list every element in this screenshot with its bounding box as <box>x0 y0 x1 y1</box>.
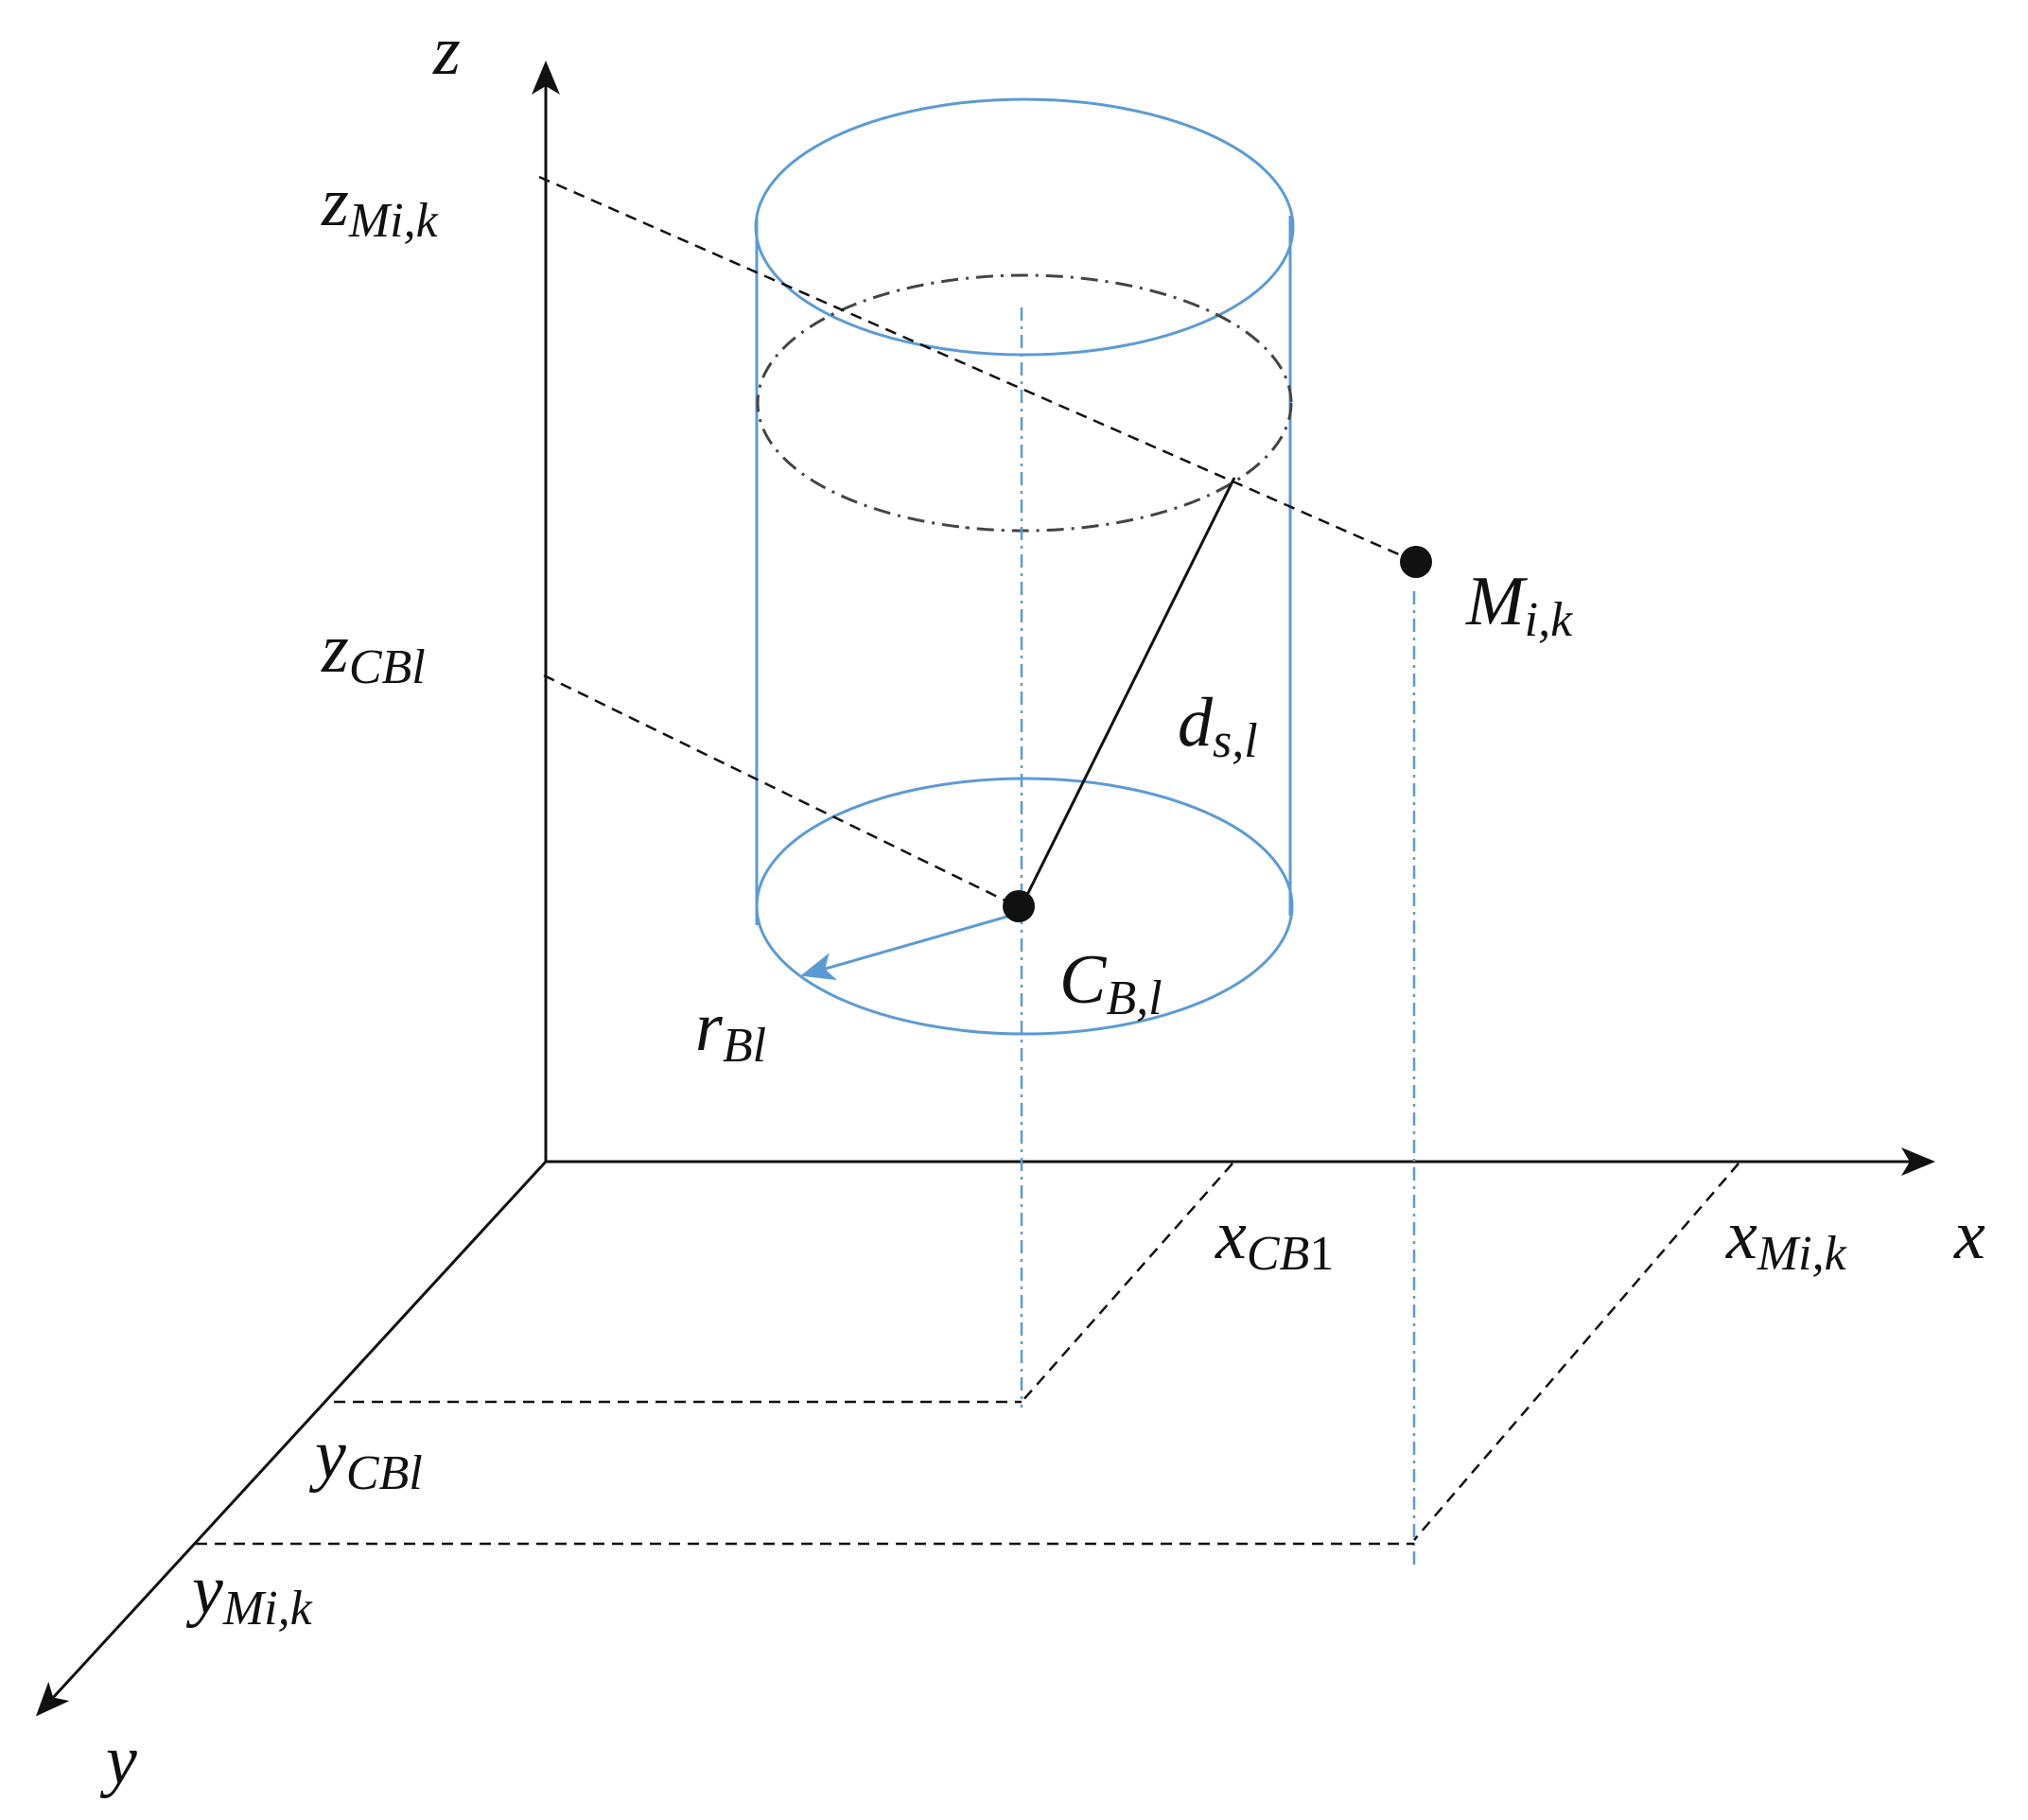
section-ellipse <box>756 273 1293 533</box>
y-m-label: yMi,k <box>185 1551 313 1636</box>
point-m-marker <box>1400 546 1432 578</box>
point-c-marker <box>1003 890 1035 922</box>
z-axis-label: z <box>432 12 461 90</box>
x-cb-label: xCB1 <box>1215 1197 1334 1281</box>
z-cb-guide <box>543 674 1018 908</box>
distance-label: ds,l <box>1178 684 1258 768</box>
y-axis-label: y <box>99 1722 137 1799</box>
x-m-label: xMi,k <box>1725 1197 1847 1281</box>
cylinder <box>754 97 1295 1036</box>
radius-label: rBl <box>695 989 766 1073</box>
distance-line <box>1020 477 1236 907</box>
cylinder-top-ellipse <box>754 97 1295 357</box>
z-cb-label: zCBl <box>321 610 426 694</box>
radius-arrow <box>800 912 1018 981</box>
x-axis-label: x <box>1953 1197 1985 1274</box>
point-c-label: CB,l <box>1059 941 1163 1025</box>
guide-lines <box>196 175 1740 1546</box>
y-cb-label: yCBl <box>308 1416 423 1500</box>
x-cb-floor-guide <box>1021 1163 1233 1403</box>
y-axis <box>35 1160 548 1717</box>
z-m-label: zMi,k <box>321 164 439 248</box>
point-m-label: Mi,k <box>1465 563 1573 647</box>
z-m-guide <box>538 175 1417 564</box>
x-m-floor-guide <box>1413 1163 1740 1541</box>
